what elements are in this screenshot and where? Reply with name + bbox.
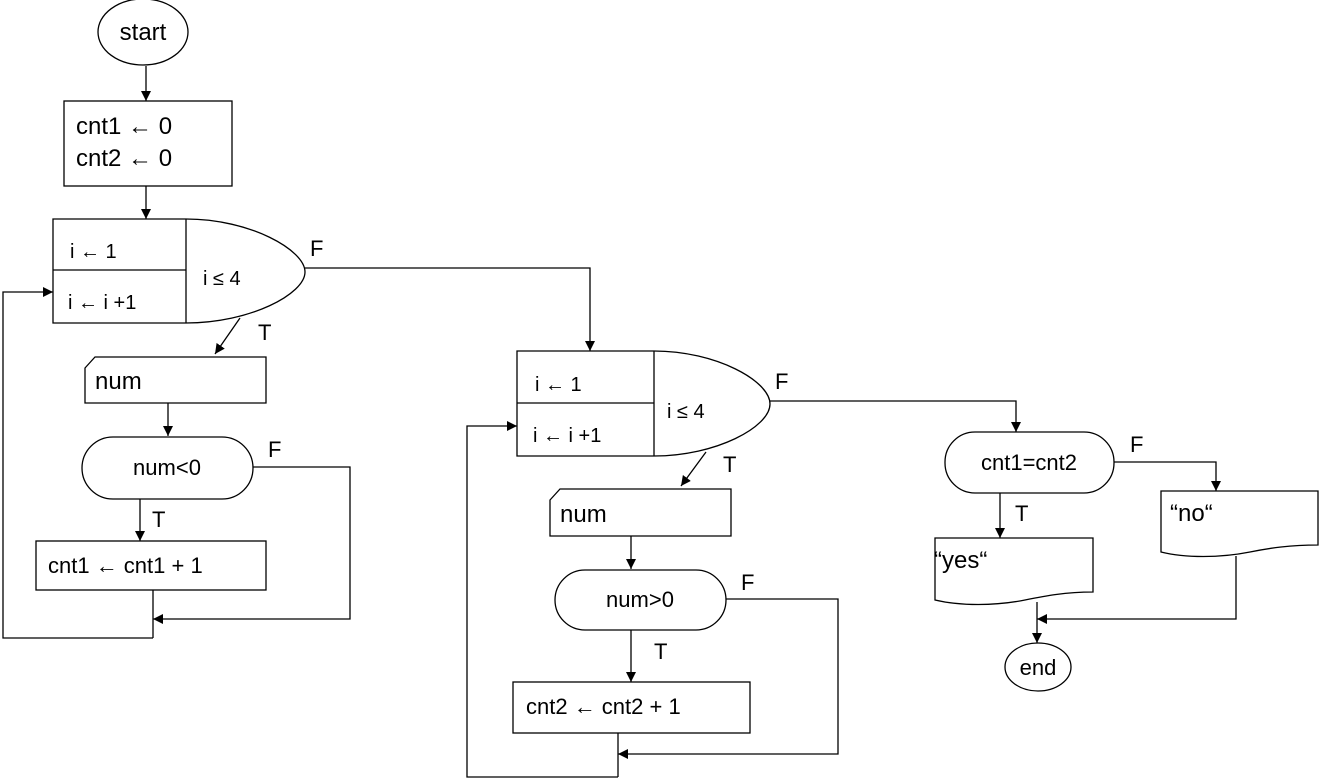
loop1-true-label: T — [258, 320, 271, 345]
init-process-box — [63, 100, 233, 187]
loop1-init-label: i ← 1 — [70, 241, 117, 263]
compare-decision-label: cnt1=cnt2 — [981, 450, 1077, 475]
init-cnt2-label: cnt2 ← 0 — [76, 145, 172, 172]
loop2-decision-true-label: T — [654, 639, 667, 664]
arrow-loop2-back — [466, 421, 618, 778]
loop2-increment-label: cnt2 ← cnt2 + 1 — [526, 694, 681, 719]
end-terminal — [1004, 642, 1072, 692]
loop2-decision-label: num>0 — [606, 587, 674, 612]
compare-false-label: F — [1130, 432, 1143, 457]
yes-output-document — [934, 537, 1094, 606]
loop1-update-label: i ← i +1 — [68, 292, 136, 314]
loop1-false-label: F — [310, 236, 323, 261]
loop2-input-label: num — [560, 501, 607, 528]
loop1-increment-label: cnt1 ← cnt1 + 1 — [48, 553, 203, 578]
yes-output-label: “yes“ — [934, 547, 987, 574]
init-cnt1-label: cnt1 ← 0 — [76, 113, 172, 140]
loop2-decision-false-label: F — [741, 570, 754, 595]
loop2-true-label: T — [723, 452, 736, 477]
loop1-condition-label: i ≤ 4 — [203, 268, 241, 290]
loop2-update-label: i ← i +1 — [533, 425, 601, 447]
loop1-increment-box — [35, 540, 267, 591]
loop1-decision-true-label: T — [152, 507, 165, 532]
loop1-decision-false-label: F — [268, 437, 281, 462]
start-terminal — [97, 0, 189, 66]
arrow-no-merge — [1037, 556, 1237, 624]
no-output-label: “no“ — [1170, 500, 1213, 527]
loop2-input-num — [549, 488, 732, 537]
loop1-decision — [81, 436, 254, 500]
arrow-decision1-false-merge — [153, 466, 351, 624]
loop1-for-shape — [52, 218, 306, 324]
loop2-condition-label: i ≤ 4 — [667, 401, 705, 423]
end-label: end — [1020, 655, 1057, 680]
loop2-false-label: F — [775, 369, 788, 394]
arrow-loop1-exit — [305, 267, 595, 351]
arrow-loop1-back — [2, 287, 153, 639]
arrow-loop2-exit — [770, 400, 1021, 432]
arrow-loop2-true — [680, 451, 707, 487]
arrow-loop1-true — [214, 317, 241, 355]
loop1-decision-label: num<0 — [133, 455, 201, 480]
start-label: start — [120, 19, 167, 46]
loop2-increment-box — [512, 681, 751, 734]
compare-true-label: T — [1015, 501, 1028, 526]
arrow-decision2-false-merge — [618, 598, 839, 759]
loop2-decision — [554, 569, 727, 631]
no-output-document — [1160, 490, 1319, 558]
loop2-init-label: i ← 1 — [535, 374, 582, 396]
loop1-input-label: num — [95, 368, 142, 395]
arrow-compare-false — [1114, 461, 1221, 491]
loop1-input-num — [84, 356, 267, 404]
